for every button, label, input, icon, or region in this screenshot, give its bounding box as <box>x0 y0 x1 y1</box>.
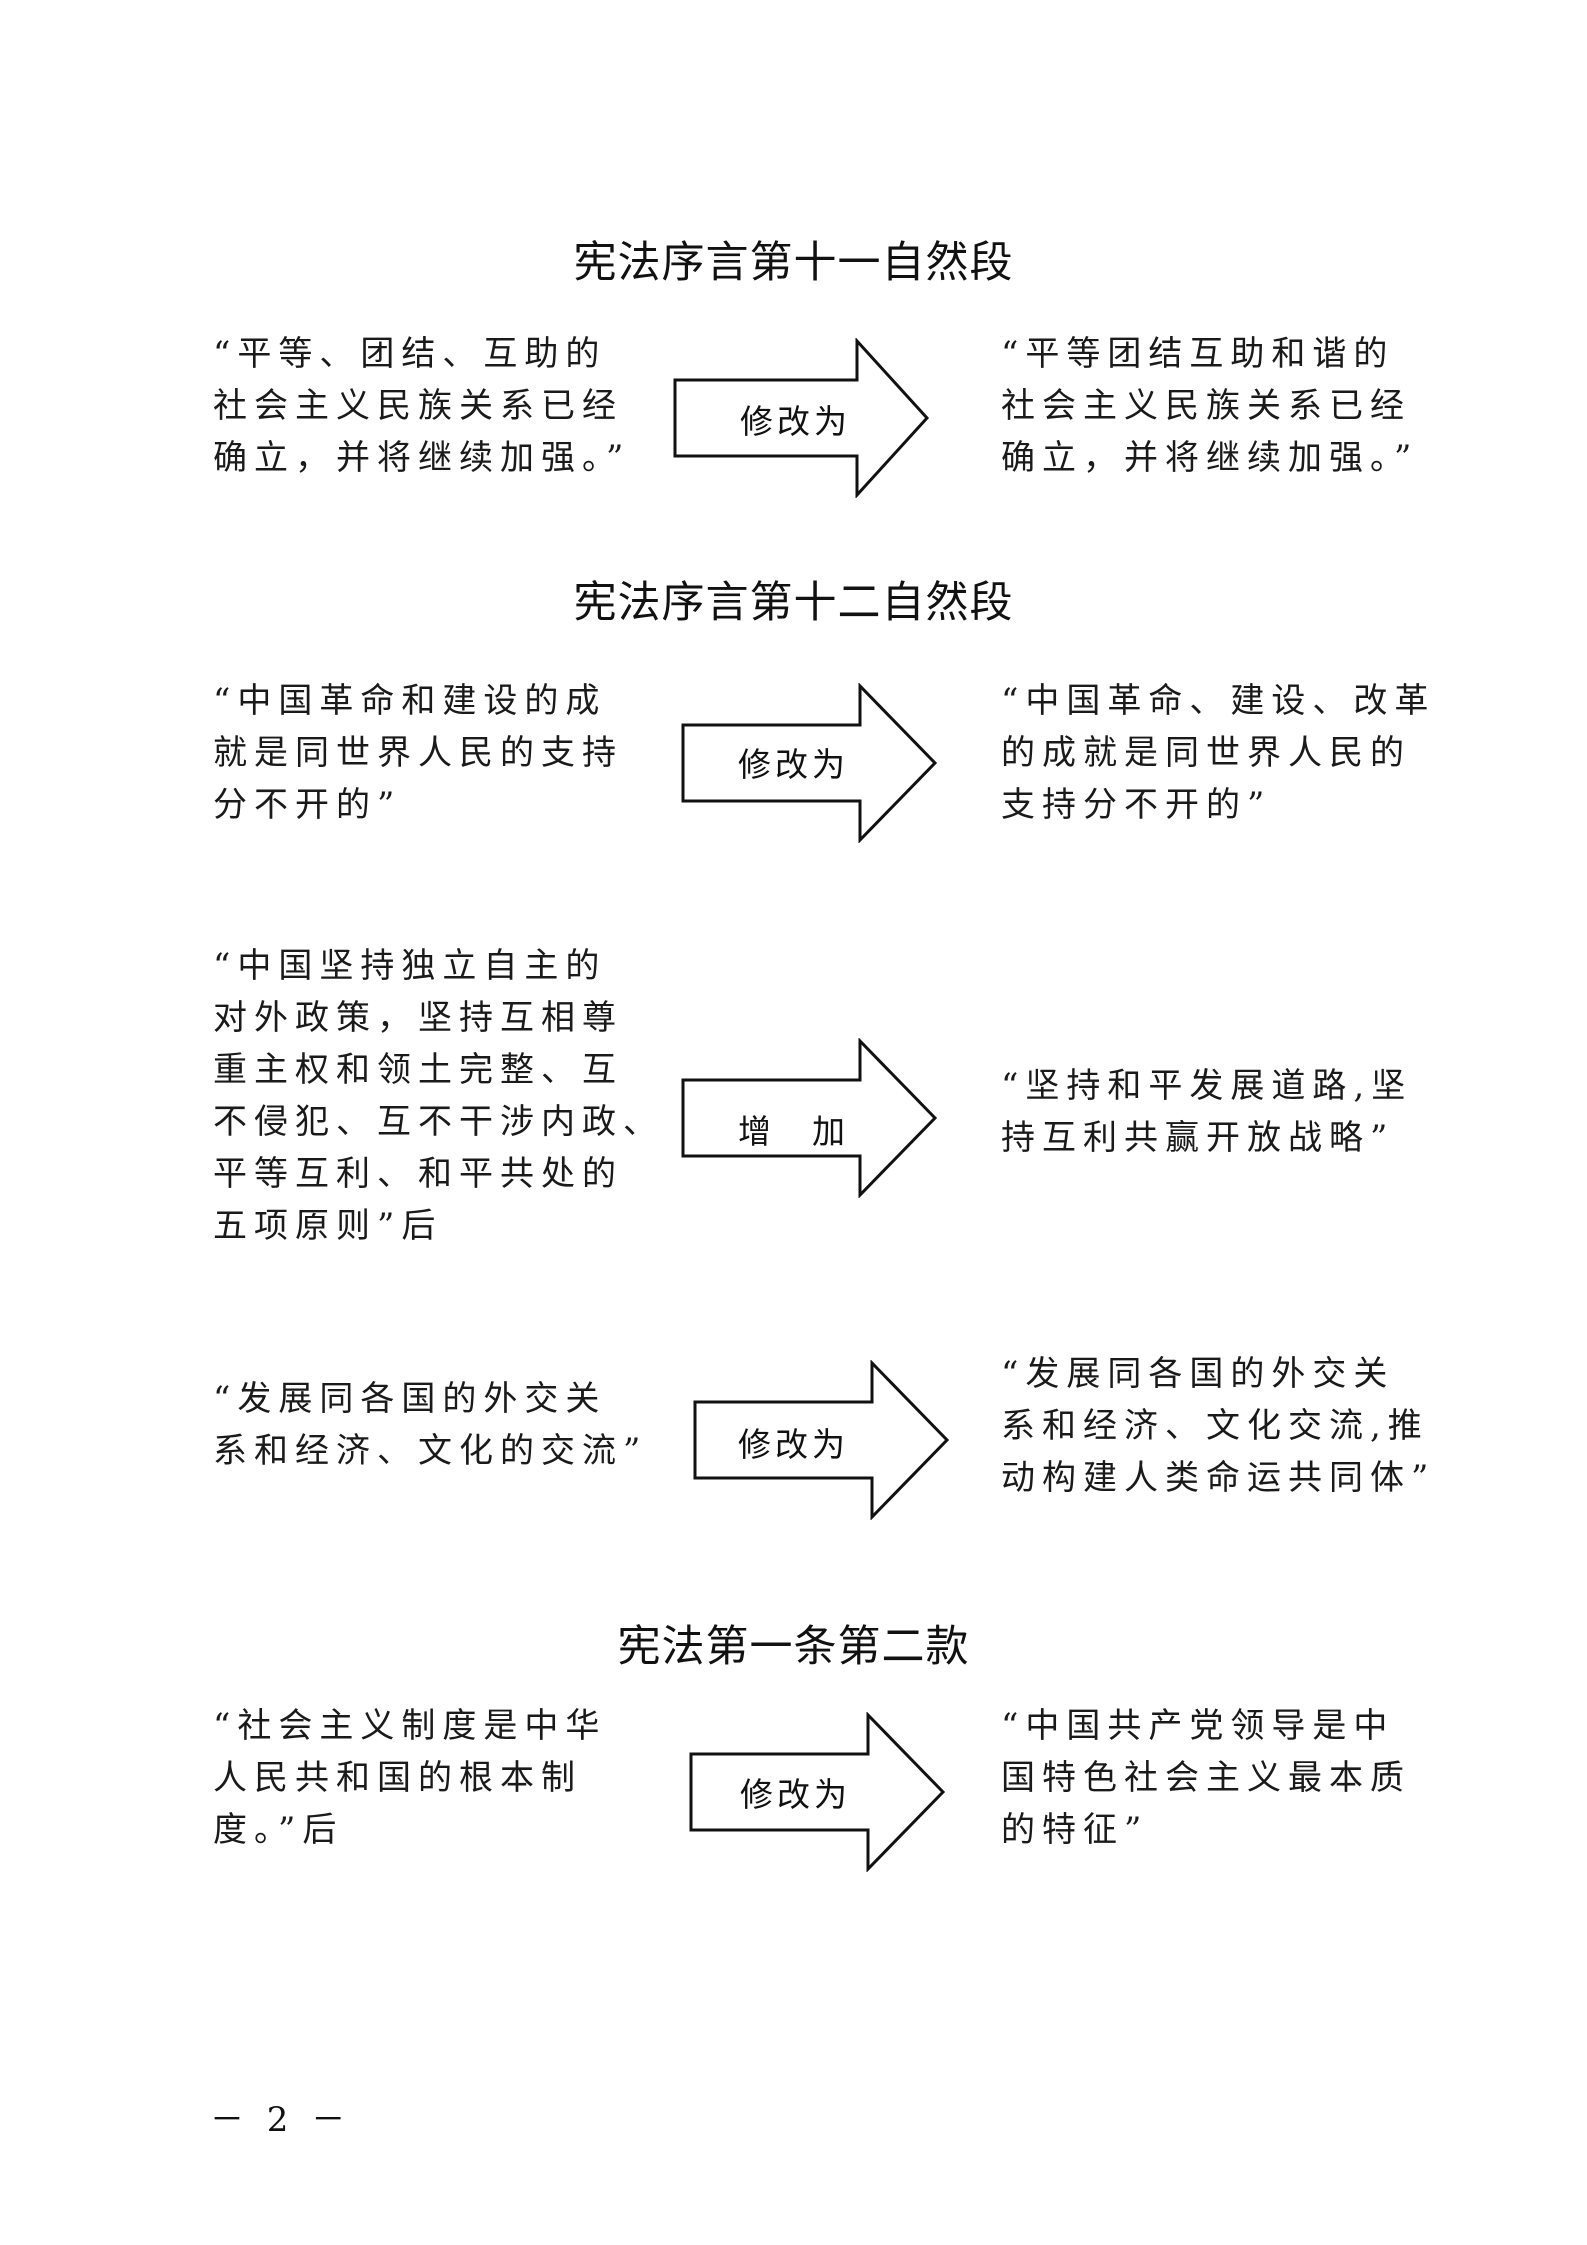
action-label: 增 加 <box>738 1112 849 1151</box>
arrow-icon <box>693 1360 950 1520</box>
section-heading: 宪法序言第十二自然段 <box>573 578 1014 628</box>
arrow-icon <box>681 683 938 843</box>
revised-text: “坚持和平发展道路,坚 持互利共赢开放战略” <box>1001 1066 1413 1158</box>
revised-text: “中国革命、建设、改革 的成就是同世界人民的 支持分不开的” <box>1001 681 1436 825</box>
revised-text: “中国共产党领导是中 国特色社会主义最本质 的特征” <box>1001 1706 1411 1850</box>
original-text: “平等、团结、互助的 社会主义民族关系已经 确立，并将继续加强。” <box>213 334 631 478</box>
action-label: 修改为 <box>738 1425 849 1464</box>
arrow-icon <box>681 1038 938 1198</box>
action-label: 修改为 <box>740 1775 851 1814</box>
page-number: － 2 － <box>210 2100 352 2140</box>
original-text: “中国坚持独立自主的 对外政策，坚持互相尊 重主权和领土完整、互 不侵犯、互不干… <box>213 946 664 1246</box>
section-heading: 宪法第一条第二款 <box>617 1622 970 1672</box>
revised-text: “发展同各国的外交关 系和经济、文化交流,推 动构建人类命运共同体” <box>1001 1354 1436 1498</box>
action-label: 修改为 <box>740 402 851 441</box>
original-text: “发展同各国的外交关 系和经济、文化的交流” <box>213 1379 648 1471</box>
action-label: 修改为 <box>738 745 849 784</box>
original-text: “中国革命和建设的成 就是同世界人民的支持 分不开的” <box>213 681 623 825</box>
arrow-icon <box>673 338 930 498</box>
revised-text: “平等团结互助和谐的 社会主义民族关系已经 确立，并将继续加强。” <box>1001 334 1419 478</box>
original-text: “社会主义制度是中华 人民共和国的根本制 度。”后 <box>213 1706 607 1850</box>
section-heading: 宪法序言第十一自然段 <box>573 238 1014 288</box>
arrow-icon <box>689 1712 946 1872</box>
